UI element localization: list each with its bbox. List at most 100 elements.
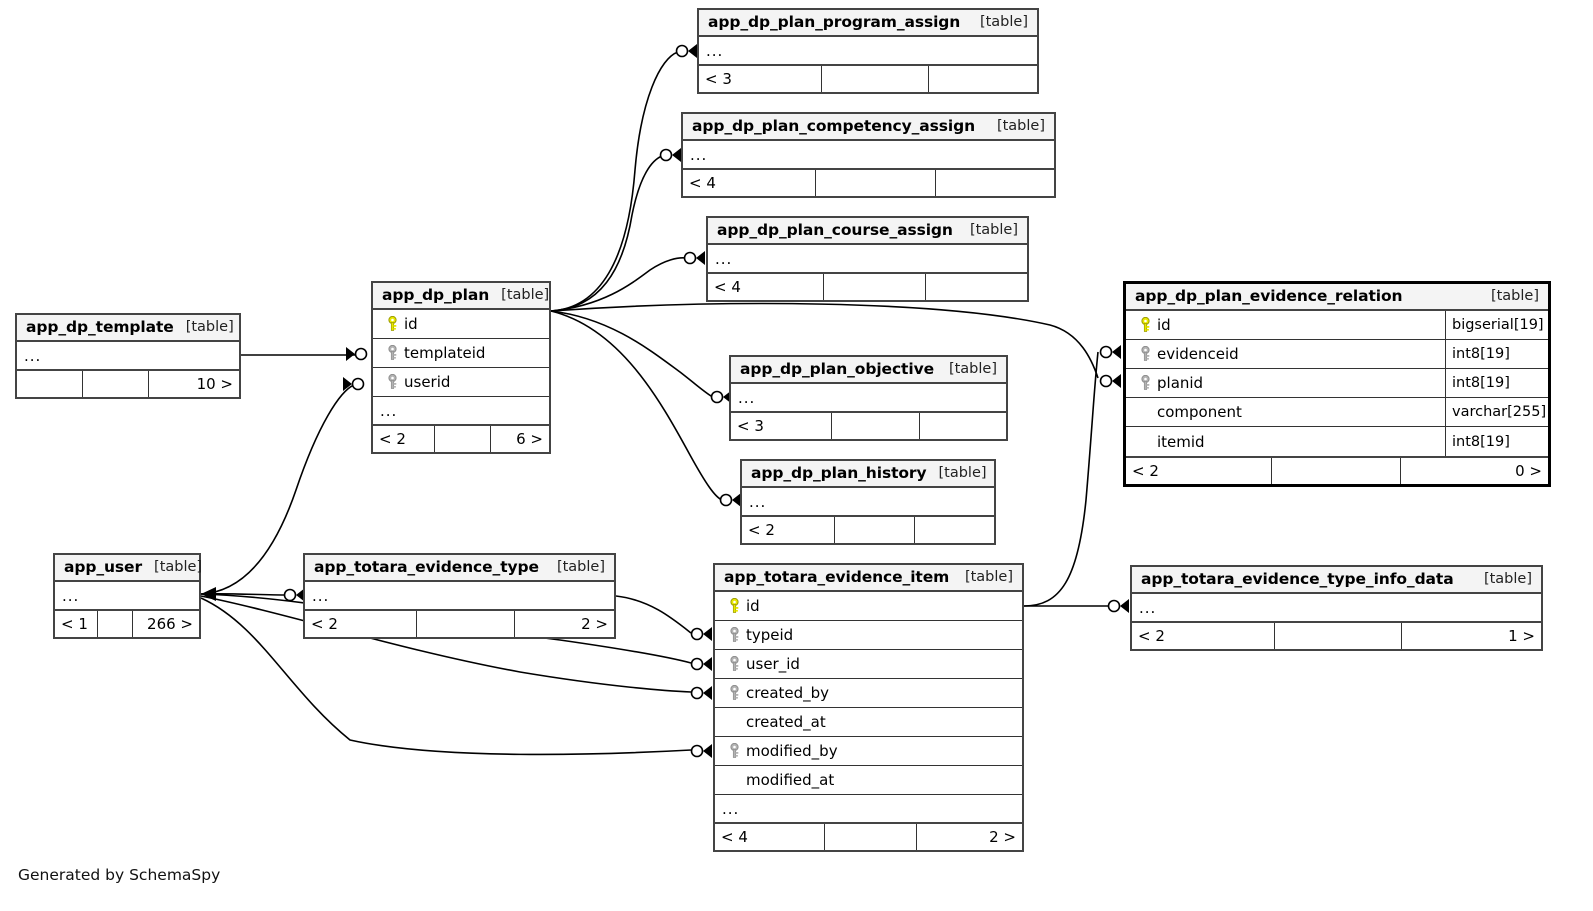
table-type-tag: [table] [185, 319, 234, 335]
footer-parent-count: < 3 [731, 413, 832, 439]
ellipsis-label: ... [749, 492, 767, 511]
column-label: id [404, 315, 418, 333]
table-footer: < 3 [731, 411, 1006, 439]
footer-parent-count: < 2 [305, 611, 417, 637]
table-app_dp_template[interactable]: app_dp_template[table]...10 > [15, 313, 241, 399]
table-header-app_totara_evidence_type_info_data[interactable]: app_totara_evidence_type_info_data[table… [1132, 567, 1541, 594]
footer-child-count: 2 > [581, 615, 608, 633]
ellipsis-label: ... [722, 799, 740, 818]
more-columns-row[interactable]: ... [683, 141, 1054, 168]
ellipsis-label: ... [24, 346, 42, 365]
table-footer: < 4 [683, 168, 1054, 196]
table-app_dp_plan_course_assign[interactable]: app_dp_plan_course_assign [table]... < 4 [706, 216, 1029, 302]
column-row[interactable]: userid [373, 368, 549, 397]
table-type-tag: [table] [969, 222, 1018, 238]
footer-middle-cell [435, 426, 491, 452]
table-header-app_dp_plan[interactable]: app_dp_plan[table] [373, 283, 549, 310]
more-columns-row[interactable]: ... [742, 488, 994, 515]
footer-parent-count: < 4 [708, 274, 824, 300]
column-type: int8[19] [1445, 340, 1548, 368]
more-columns-row[interactable]: ... [708, 245, 1027, 272]
table-header-app_totara_evidence_type[interactable]: app_totara_evidence_type[table] [305, 555, 614, 582]
footer-middle-cell [832, 413, 920, 439]
ellipsis-label: ... [715, 249, 733, 268]
table-type-tag: [table] [996, 118, 1045, 134]
crowfoot-circle [690, 744, 704, 758]
table-columns: ... [742, 488, 994, 515]
table-header-app_dp_plan_program_assign[interactable]: app_dp_plan_program_assign[table] [699, 10, 1037, 37]
column-row[interactable]: typeid [715, 621, 1022, 650]
ellipsis-label: ... [312, 586, 330, 605]
table-app_dp_plan_objective[interactable]: app_dp_plan_objective[table]...< 3 [729, 355, 1008, 441]
column-row[interactable]: evidenceid int8[19] [1126, 340, 1548, 369]
more-columns-row[interactable]: ... [731, 384, 1006, 411]
column-name-cell: id [715, 597, 1022, 615]
footer-parent-count: < 2 [373, 426, 435, 452]
table-app_dp_plan_program_assign[interactable]: app_dp_plan_program_assign[table]...< 3 [697, 8, 1039, 94]
column-row[interactable]: created_at [715, 708, 1022, 737]
table-title: app_dp_plan_course_assign [717, 221, 953, 239]
footer-middle-cell [417, 611, 515, 637]
footer-child-count [920, 413, 1006, 439]
ellipsis-label: ... [1139, 598, 1157, 617]
footer-child-count: 0 > [1515, 462, 1542, 480]
primary-key-icon [722, 598, 746, 614]
more-columns-row[interactable]: ... [17, 342, 239, 369]
column-row[interactable]: created_by [715, 679, 1022, 708]
more-columns-row[interactable]: ... [373, 397, 549, 424]
footer-middle-cell [822, 66, 929, 92]
foreign-key-icon [380, 345, 404, 361]
table-type-tag: [table] [501, 287, 550, 303]
table-header-app_dp_plan_evidence_relation[interactable]: app_dp_plan_evidence_relation[table] [1126, 284, 1548, 311]
table-app_dp_plan_history[interactable]: app_dp_plan_history[table]... < 2 [740, 459, 996, 545]
more-columns-row[interactable]: ... [305, 582, 614, 609]
table-app_dp_plan_competency_assign[interactable]: app_dp_plan_competency_assign[table]...<… [681, 112, 1056, 198]
table-type-tag: [table] [1483, 571, 1532, 587]
more-columns-row[interactable]: ... [715, 795, 1022, 822]
table-header-app_dp_plan_history[interactable]: app_dp_plan_history[table] [742, 461, 994, 488]
table-header-app_user[interactable]: app_user[table] [55, 555, 202, 582]
column-row[interactable]: id [373, 310, 549, 339]
table-header-app_dp_plan_course_assign[interactable]: app_dp_plan_course_assign [table] [708, 218, 1027, 245]
column-label: evidenceid [1157, 345, 1239, 363]
footer-middle-cell [835, 517, 915, 543]
table-app_totara_evidence_type[interactable]: app_totara_evidence_type[table]... < 2 2 > [303, 553, 616, 639]
more-columns-row[interactable]: ... [1132, 594, 1541, 621]
table-header-app_dp_template[interactable]: app_dp_template[table] [17, 315, 239, 342]
column-row[interactable]: modified_by [715, 737, 1022, 766]
crowfoot-circle [283, 588, 297, 602]
footer-child-count: 2 > [989, 828, 1016, 846]
column-name-cell: planid [1126, 374, 1445, 392]
table-header-app_dp_plan_objective[interactable]: app_dp_plan_objective[table] [731, 357, 1006, 384]
footer-child-count: 1 > [1508, 627, 1535, 645]
table-app_totara_evidence_type_info_data[interactable]: app_totara_evidence_type_info_data[table… [1130, 565, 1543, 651]
more-columns-row[interactable]: ... [55, 582, 199, 609]
column-name-cell: modified_at [715, 771, 1022, 789]
edge-user-evidence-type [200, 592, 289, 596]
crowfoot-circle [690, 627, 704, 641]
footer-parent-count: < 2 [742, 517, 835, 543]
crowfoot-circle [690, 657, 704, 671]
more-columns-row[interactable]: ... [699, 37, 1037, 64]
column-row[interactable]: id [715, 592, 1022, 621]
crowfoot-circle [675, 44, 689, 58]
crowfoot-circle [1099, 374, 1113, 388]
foreign-key-icon [1133, 375, 1157, 391]
column-row[interactable]: templateid [373, 339, 549, 368]
column-row[interactable]: modified_at [715, 766, 1022, 795]
foreign-key-icon [722, 656, 746, 672]
table-header-app_totara_evidence_item[interactable]: app_totara_evidence_item[table] [715, 565, 1022, 592]
table-header-app_dp_plan_competency_assign[interactable]: app_dp_plan_competency_assign[table] [683, 114, 1054, 141]
column-label: planid [1157, 374, 1204, 392]
column-row[interactable]: user_id [715, 650, 1022, 679]
